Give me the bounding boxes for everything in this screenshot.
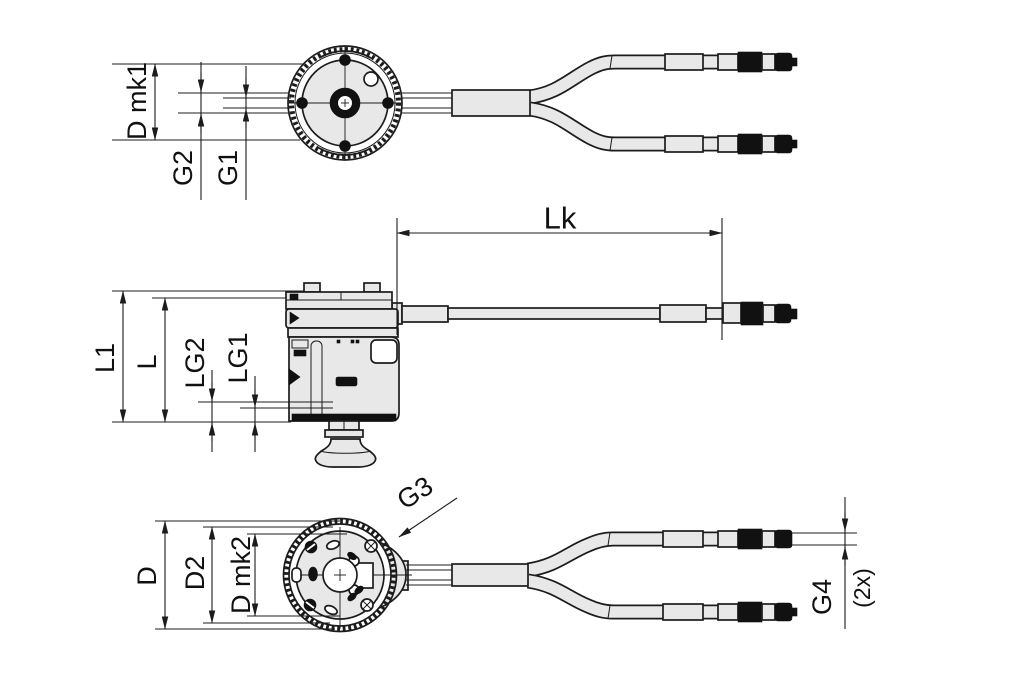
dim-label-lg2: LG2 (180, 337, 210, 388)
bolt-hole (382, 97, 394, 109)
top-view-connector-lower (717, 133, 798, 155)
g3-leader (398, 497, 458, 538)
dim-label-d-mk2: D mk2 (226, 536, 256, 614)
bottom-view-connector-lower (717, 601, 798, 623)
slot-hole (324, 604, 338, 616)
bolt-hole (296, 97, 308, 109)
pin-hole (363, 71, 379, 87)
dim-label-lg1: LG1 (223, 332, 253, 383)
dim-label-lk: Lk (544, 201, 577, 236)
dim-label-g3: G3 (392, 471, 439, 516)
top-port (363, 282, 381, 293)
dim-label-d2: D2 (180, 556, 210, 591)
dim-label-d-mk1: D mk1 (122, 62, 152, 140)
dim-label-g1: G1 (213, 150, 243, 186)
screw-head (308, 566, 318, 582)
top-view: D mk1 G2 G1 (112, 45, 798, 200)
top-port (303, 282, 321, 293)
dim-label-l1: L1 (90, 343, 120, 373)
bolt-hole (339, 140, 351, 152)
dim-label-l: L (132, 354, 162, 369)
bolt-hole (339, 54, 351, 66)
slot-hole (291, 567, 302, 583)
slot-hole (325, 539, 341, 551)
dim-label-g4-qty: (2x) (849, 568, 875, 608)
dim-label-g2: G2 (168, 150, 198, 186)
top-view-cable (400, 53, 718, 153)
dim-label-d: D (132, 566, 162, 586)
side-view-cable (391, 302, 724, 325)
bottom-view-connector-upper (717, 528, 857, 550)
side-view-connector (722, 301, 798, 326)
top-view-connector-upper (717, 51, 798, 73)
bottom-view-cable (393, 530, 718, 621)
cable-sleeve (451, 563, 529, 587)
side-view-dimensions: Lk L1 L LG2 LG1 (90, 201, 723, 452)
side-view-body (285, 282, 400, 422)
dim-label-g4: G4 (807, 579, 837, 615)
bottom-view-flange (282, 517, 412, 633)
top-view-dimensions: D mk1 G2 G1 (112, 62, 303, 200)
top-view-flange (287, 45, 403, 161)
bottom-view: G3 D D2 D mk2 G4 (2x) (132, 471, 875, 633)
side-view: Lk L1 L LG2 LG1 (90, 201, 798, 468)
suction-cup (314, 420, 377, 468)
cable-sleeve (451, 89, 531, 117)
body-logo (335, 376, 358, 387)
